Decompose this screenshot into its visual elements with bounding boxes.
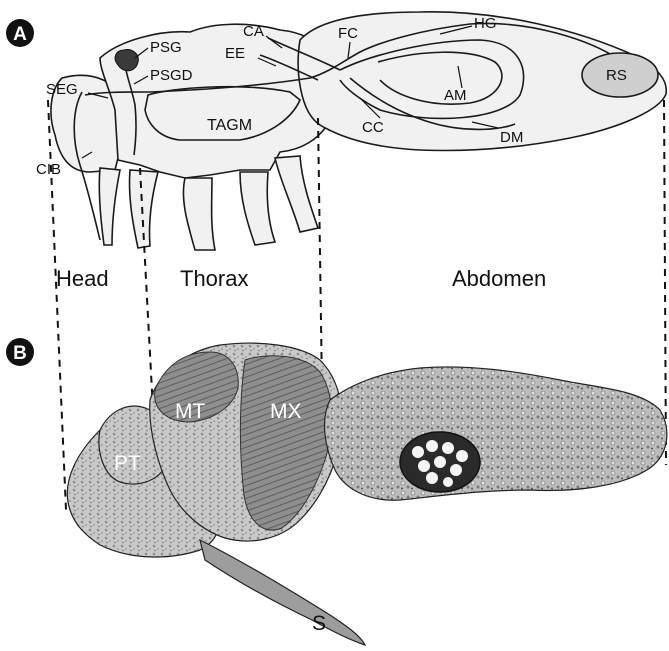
region-thorax: Thorax <box>180 266 248 291</box>
label-ca: CA <box>243 23 264 40</box>
section-label-mx: MX <box>270 400 302 423</box>
section-label-s: S <box>312 612 326 635</box>
label-ee: EE <box>225 45 245 62</box>
label-psg: PSG <box>150 39 182 56</box>
label-dm: DM <box>500 129 523 146</box>
leg-3 <box>183 178 215 250</box>
section-label-pt: PT <box>114 452 141 475</box>
svg-text:A: A <box>13 24 27 45</box>
label-am: AM <box>444 87 467 104</box>
label-cc: CC <box>362 119 384 136</box>
label-fc: FC <box>338 25 358 42</box>
leg-5 <box>275 156 318 232</box>
svg-text:B: B <box>13 343 27 364</box>
panel-a-badge: A <box>6 19 34 47</box>
region-head: Head <box>56 266 109 291</box>
section-abdomen <box>325 367 667 500</box>
panel-a: A <box>6 12 666 291</box>
label-hg: HG <box>474 15 497 32</box>
label-tagm: TAGM <box>207 117 252 134</box>
region-abdomen: Abdomen <box>452 266 546 291</box>
panel-b: B MT MX PT S <box>6 338 667 645</box>
leg-4 <box>240 172 275 245</box>
label-cib: CIB <box>36 161 61 178</box>
label-rs: RS <box>606 67 627 84</box>
label-psgd: PSGD <box>150 67 193 84</box>
section-mx <box>240 356 332 530</box>
section-label-mt: MT <box>175 400 205 423</box>
label-seg: SEG <box>46 81 78 98</box>
panel-b-badge: B <box>6 338 34 366</box>
leg-1 <box>99 168 120 245</box>
section-stylet <box>200 540 365 645</box>
